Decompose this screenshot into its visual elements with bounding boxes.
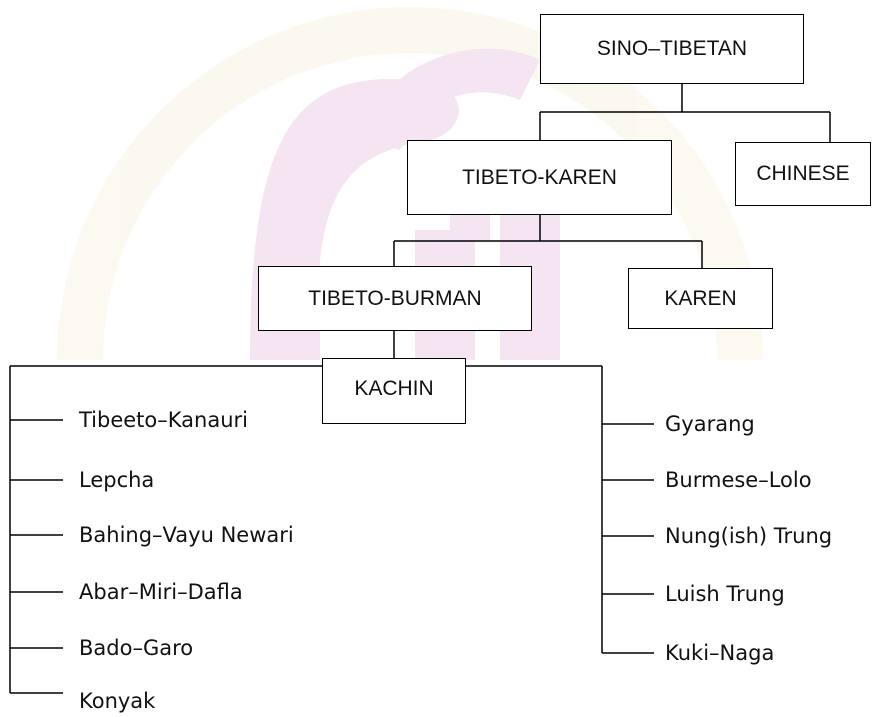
leaf-left-2: Lepcha xyxy=(79,468,155,492)
node-chinese: CHINESE xyxy=(735,142,871,206)
node-sino-tibetan: SINO–TIBETAN xyxy=(540,14,804,84)
node-kachin: KACHIN xyxy=(322,358,466,424)
node-tibeto-karen: TIBETO-KAREN xyxy=(407,140,672,215)
node-tibeto-burman: TIBETO-BURMAN xyxy=(258,266,532,331)
leaf-right-2: Burmese–Lolo xyxy=(665,468,812,492)
leaf-left-1: Tibeeto–Kanauri xyxy=(79,408,248,432)
leaf-left-4: Abar–Miri–Dafla xyxy=(79,580,243,604)
leaf-right-4: Luish Trung xyxy=(665,582,785,606)
leaf-left-3: Bahing–Vayu Newari xyxy=(79,523,294,547)
leaf-left-6: Konyak xyxy=(79,689,156,713)
leaf-right-3: Nung(ish) Trung xyxy=(665,524,833,548)
leaf-right-5: Kuki–Naga xyxy=(665,641,775,665)
leaf-right-1: Gyarang xyxy=(665,412,755,436)
node-karen: KAREN xyxy=(628,268,773,329)
leaf-left-5: Bado–Garo xyxy=(79,636,194,660)
